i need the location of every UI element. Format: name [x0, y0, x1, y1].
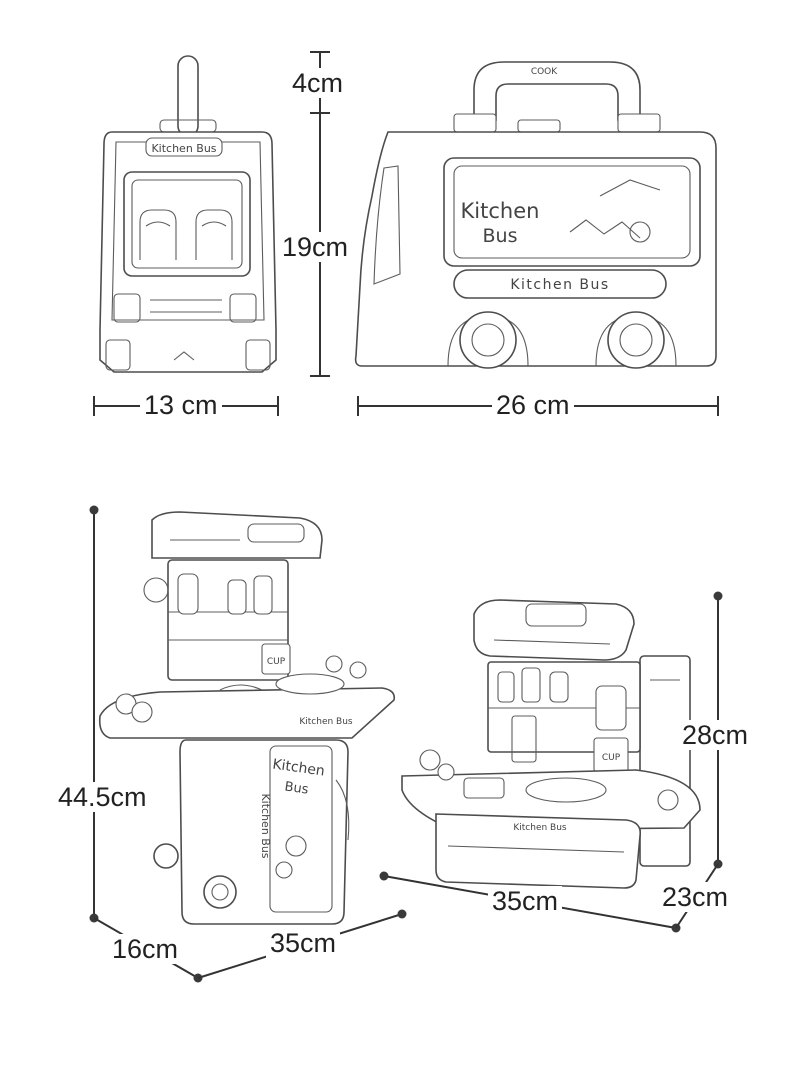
dimension-label-handle-height: 4cm — [288, 68, 348, 98]
dimension-label-side-width: 26 cm — [492, 390, 574, 420]
side-band-text: Kitchen Bus — [510, 277, 609, 293]
dimension-label-body-height: 19cm — [278, 232, 353, 262]
dimension-label-tall-width: 35cm — [266, 928, 341, 958]
dimension-label-wide-depth: 23cm — [658, 882, 733, 912]
side-view-case: COOK Kitchen Bus Kitchen Bus — [354, 61, 717, 369]
dimension-label-front-width: 13 cm — [140, 390, 222, 420]
front-sign-text: Kitchen Bus — [151, 142, 216, 155]
dimension-label-wide-width: 35cm — [488, 886, 563, 916]
tall-sign-line1: Kitchen — [271, 756, 325, 779]
side-sign-line1: Kitchen — [461, 199, 540, 223]
side-sign-line2: Bus — [483, 225, 518, 247]
dimension-label-wide-height: 28cm — [678, 720, 753, 750]
tall-sign-line2: Bus — [284, 779, 310, 797]
side-handle-text: COOK — [531, 67, 558, 77]
tall-counter-text: Kitchen Bus — [299, 717, 353, 727]
wide-counter-text: Kitchen Bus — [513, 823, 567, 833]
tall-cup-text: CUP — [267, 657, 286, 667]
front-view-case: Kitchen Bus — [99, 55, 277, 373]
dimension-label-tall-depth: 16cm — [108, 934, 183, 964]
tall-vertical-text: Kitchen Bus — [259, 793, 272, 858]
wide-cup-text: CUP — [602, 753, 621, 763]
tall-kitchen-playset: CUP Kitchen Bus Kitchen Bus Kitchen Bus — [98, 511, 396, 925]
wide-kitchen-playset: CUP Kitchen Bus — [401, 599, 701, 889]
dimension-label-tall-height: 44.5cm — [54, 782, 151, 812]
